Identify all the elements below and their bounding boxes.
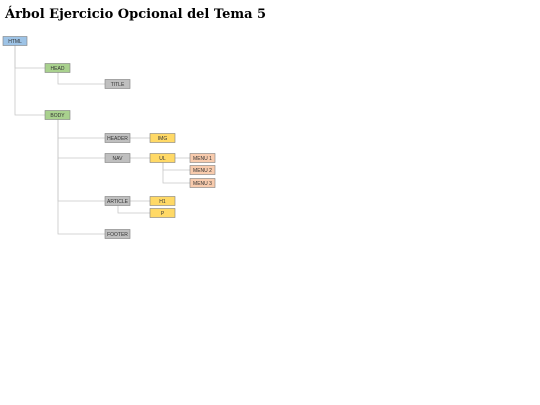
node-box-article (104, 196, 131, 206)
connector-head-title (57, 72, 105, 85)
node-menu2: MENU 2 (189, 165, 216, 175)
node-box-footer (104, 229, 131, 239)
node-menu3: MENU 3 (189, 178, 216, 188)
node-box-header (104, 133, 131, 143)
node-menu1: MENU 1 (189, 153, 216, 163)
node-label-header: HEADER (107, 136, 128, 142)
node-box-menu3 (189, 178, 216, 188)
node-box-img (149, 133, 176, 143)
node-label-ul: UL (159, 156, 166, 162)
connector-html-head (14, 45, 45, 69)
node-box-html (2, 36, 28, 46)
node-article: ARTICLE (104, 196, 131, 206)
node-label-nav: NAV (113, 156, 124, 162)
connector-html-body (14, 45, 45, 116)
node-header: HEADER (104, 133, 131, 143)
node-ul: UL (149, 153, 176, 163)
node-label-menu2: MENU 2 (193, 168, 212, 174)
node-label-p: P (161, 211, 165, 217)
node-label-html: HTML (8, 39, 22, 45)
connector-article-p (117, 205, 150, 214)
node-box-h1 (149, 196, 176, 206)
node-head: HEAD (44, 63, 71, 73)
node-title: TITLE (104, 79, 131, 89)
connector-ul-menu3 (162, 162, 190, 184)
connector-ul-menu2 (162, 162, 190, 171)
node-p: P (149, 208, 176, 218)
node-footer: FOOTER (104, 229, 131, 239)
node-html: HTML (2, 36, 28, 46)
node-body: BODY (44, 110, 71, 120)
connector-body-header (57, 119, 105, 139)
node-label-footer: FOOTER (107, 232, 128, 238)
page-title: Árbol Ejercicio Opcional del Tema 5 (5, 7, 267, 22)
node-label-menu1: MENU 1 (193, 156, 212, 162)
tree-connectors (14, 45, 190, 235)
connector-body-footer (57, 119, 105, 235)
node-box-head (44, 63, 71, 73)
node-label-article: ARTICLE (107, 199, 129, 205)
tree-nodes: HTML HEAD TITLE BODY HEADER IMG NAV UL MENU 1 MEN… (2, 36, 216, 239)
node-box-menu1 (189, 153, 216, 163)
node-box-ul (149, 153, 176, 163)
node-h1: H1 (149, 196, 176, 206)
node-nav: NAV (104, 153, 131, 163)
node-label-menu3: MENU 3 (193, 181, 212, 187)
node-img: IMG (149, 133, 176, 143)
node-label-h1: H1 (159, 199, 166, 205)
connector-body-nav (57, 119, 105, 159)
connector-body-article (57, 119, 105, 202)
node-box-p (149, 208, 176, 218)
node-label-img: IMG (158, 136, 168, 142)
node-box-body (44, 110, 71, 120)
node-box-nav (104, 153, 131, 163)
node-box-menu2 (189, 165, 216, 175)
node-label-head: HEAD (51, 66, 65, 72)
node-label-title: TITLE (111, 82, 125, 88)
node-label-body: BODY (50, 113, 65, 119)
node-box-title (104, 79, 131, 89)
